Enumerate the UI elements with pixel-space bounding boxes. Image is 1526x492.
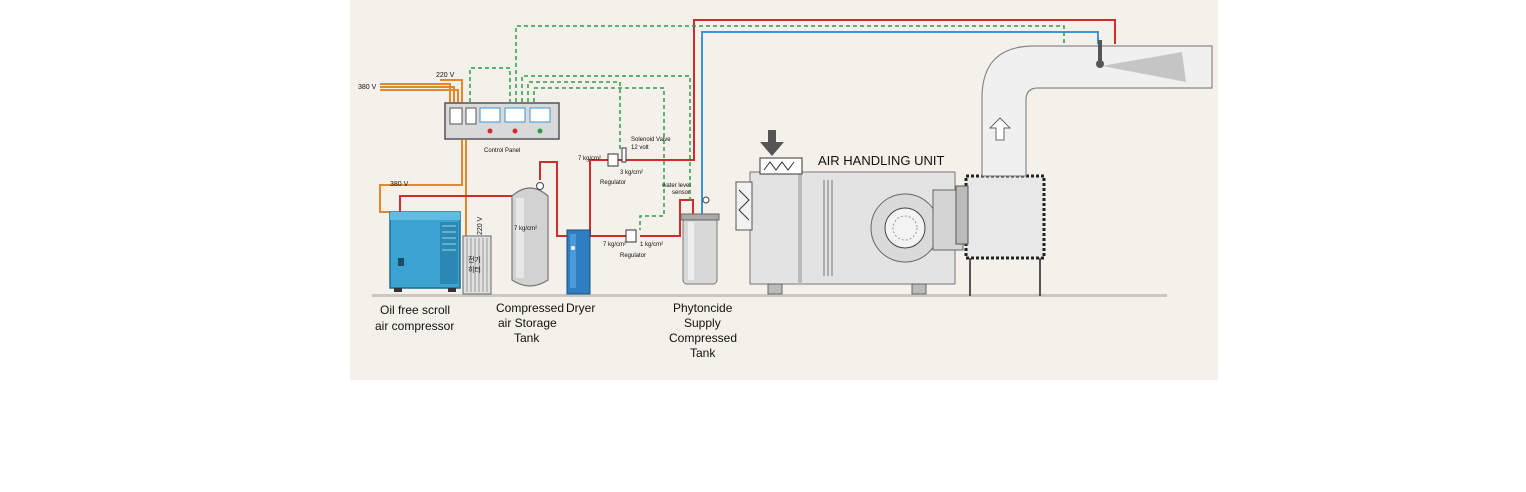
storage-caption-2: air Storage (498, 316, 557, 330)
system-diagram: 380 V 220 V 380 V 220 V Control Panel So… (358, 19, 1213, 360)
storage-caption-3: Tank (514, 331, 540, 345)
phyto-caption-4: Tank (690, 346, 716, 360)
pressure-3: 3 kg/cm² (620, 170, 643, 176)
regulator-top-label: Regulator (600, 180, 626, 186)
voltage-380-mid: 380 V (390, 181, 409, 188)
compressor-caption-2: air compressor (375, 319, 454, 333)
water-line (701, 31, 1099, 215)
air-compressor (389, 211, 461, 292)
solenoid-label-2: 12 volt (631, 145, 649, 151)
regulator-top (607, 147, 627, 167)
phyto-caption-3: Compressed (669, 331, 737, 345)
control-lines (469, 25, 1065, 230)
filter-box (955, 174, 1046, 296)
control-panel (444, 102, 560, 140)
pressure-1: 1 kg/cm² (640, 242, 663, 248)
voltage-380-top: 380 V (358, 84, 377, 91)
pressure-7-bottom: 7 kg/cm² (603, 242, 626, 248)
phyto-caption-1: Phytoncide (673, 301, 733, 315)
water-level-label-2: sensor (672, 190, 690, 196)
air-storage-tank (511, 182, 549, 287)
storage-caption-1: Compressed (496, 301, 564, 315)
heater-label-1: 전기 (468, 255, 481, 264)
diagram-canvas: 380 V 220 V 380 V 220 V Control Panel So… (350, 0, 1218, 380)
ahu-label: AIR HANDLING UNIT (818, 153, 944, 168)
water-level-label-1: water level (661, 183, 691, 189)
electric-heater (462, 235, 492, 295)
pressure-7-top: 7 kg/cm² (578, 156, 601, 162)
regulator-bottom-label: Regulator (620, 253, 646, 259)
voltage-220-top: 220 V (436, 72, 455, 79)
control-panel-label: Control Panel (484, 148, 520, 154)
compressor-caption-1: Oil free scroll (380, 303, 450, 317)
dryer (566, 229, 591, 295)
solenoid-label-1: Solenoid Valve (631, 137, 671, 143)
heater-label-2: 히터 (468, 265, 481, 274)
phyto-caption-2: Supply (684, 316, 721, 330)
dryer-caption: Dryer (566, 301, 595, 315)
regulator-bottom (625, 229, 637, 243)
tank-pressure-mark: 7 kg/cm² (514, 226, 537, 232)
phytoncide-tank (680, 196, 720, 285)
air-duct (981, 45, 1213, 177)
voltage-220-side: 220 V (477, 216, 484, 235)
floor-line (372, 294, 1167, 297)
spray-nozzle (1096, 40, 1186, 82)
